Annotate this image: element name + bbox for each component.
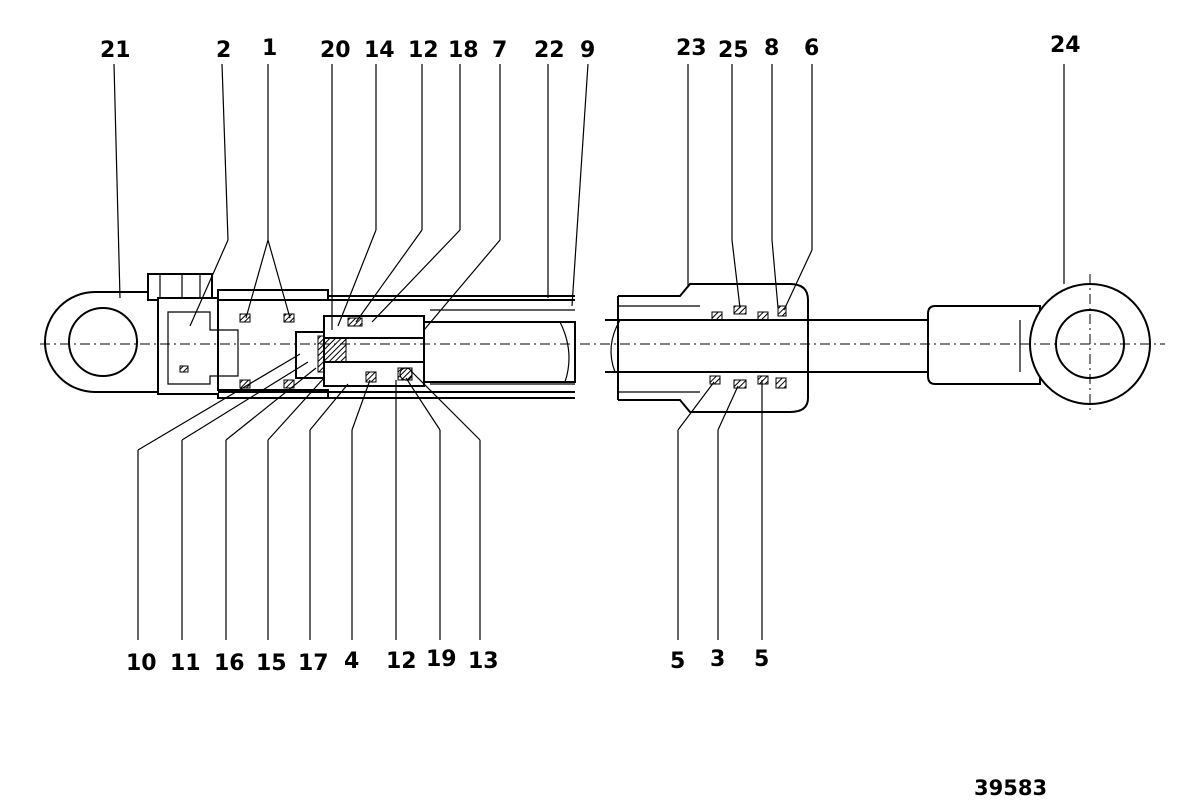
callout-20: 20 xyxy=(320,38,351,63)
callout-23: 23 xyxy=(676,36,707,61)
top-leader-lines xyxy=(113,63,1065,331)
callout-24: 24 xyxy=(1050,33,1081,58)
callout-16: 16 xyxy=(214,651,245,676)
callout-21: 21 xyxy=(100,38,131,63)
callout-25: 25 xyxy=(718,38,749,63)
callout-13: 13 xyxy=(468,649,499,674)
callout-7: 7 xyxy=(492,38,507,63)
callout-5-right: 5 xyxy=(754,647,769,672)
bottom-callouts: 10 11 16 15 17 4 12 19 13 5 3 5 xyxy=(126,647,769,676)
callout-17: 17 xyxy=(298,651,329,676)
callout-19: 19 xyxy=(426,647,457,672)
top-callouts: 21 2 1 20 14 12 18 7 22 9 23 25 8 6 24 xyxy=(100,33,1081,63)
callout-10: 10 xyxy=(126,651,157,676)
callout-5-left: 5 xyxy=(670,649,685,674)
callout-6: 6 xyxy=(804,36,819,61)
rod-gland-assembly xyxy=(617,283,809,413)
callout-2: 2 xyxy=(216,38,231,63)
piston-rod xyxy=(605,305,1041,385)
callout-18: 18 xyxy=(448,38,479,63)
bottom-leader-lines xyxy=(137,353,763,640)
callout-11: 11 xyxy=(170,651,201,676)
figure-id-number: 39583 xyxy=(974,776,1047,798)
callout-1: 1 xyxy=(262,36,277,61)
end-cap-assembly xyxy=(147,273,329,399)
callout-3: 3 xyxy=(710,647,725,672)
piston-assembly xyxy=(295,315,576,387)
callout-14: 14 xyxy=(364,38,395,63)
callout-8: 8 xyxy=(764,36,779,61)
callout-15: 15 xyxy=(256,651,287,676)
callout-9: 9 xyxy=(580,38,595,63)
callout-12: 12 xyxy=(408,38,439,63)
callout-12-bottom: 12 xyxy=(386,649,417,674)
callout-4: 4 xyxy=(344,649,359,674)
left-mount-eye xyxy=(44,291,159,393)
callout-22: 22 xyxy=(534,38,565,63)
